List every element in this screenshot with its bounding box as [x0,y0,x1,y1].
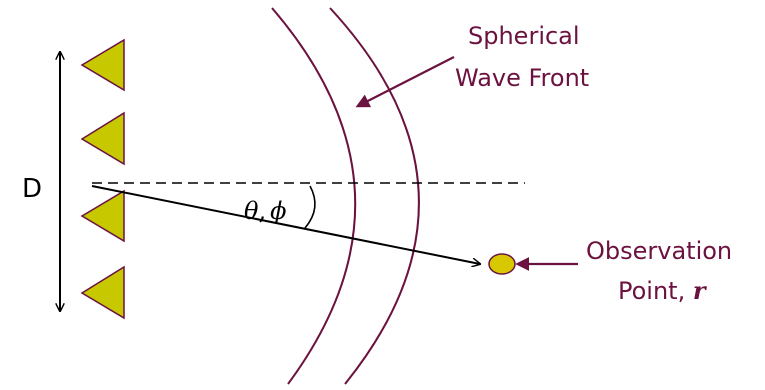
position-vector-symbol: r [693,276,708,305]
observation-point-marker [488,253,516,275]
wavefront-arc-inner [271,7,357,385]
antenna-element-2 [80,111,125,166]
wavefront-label-line2: Wave Front [455,64,589,92]
angle-arc [304,185,316,229]
antenna-element-4 [80,265,125,320]
wavefront-label-line1: Spherical [468,22,580,50]
antenna-element-3 [80,189,125,243]
observation-label-line1: Observation [586,237,732,265]
angle-label: θ,ϕ [244,197,286,225]
wavefront-pointer-arrow [355,56,455,108]
observation-label-line2: Point, r [618,276,708,305]
antenna-element-1 [80,38,125,92]
observation-direction-arrow [91,185,480,264]
aperture-size-label: D [22,174,42,204]
wavefront-arc-outer [329,7,420,385]
